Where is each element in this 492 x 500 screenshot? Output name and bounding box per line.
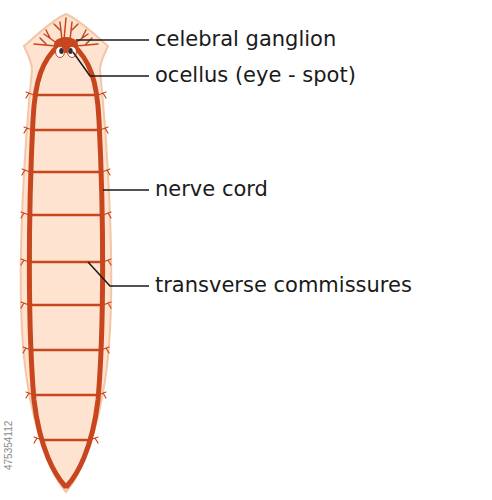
peripheral-nerve [103, 302, 111, 308]
part-label: ocellus (eye - spot) [155, 65, 356, 86]
peripheral-nerve [102, 169, 110, 175]
transverse-commissure [42, 439, 90, 442]
peripheral-nerve [21, 302, 29, 308]
peripheral-nerve [98, 92, 106, 98]
transverse-commissure [29, 214, 103, 217]
peripheral-nerve [21, 259, 29, 265]
transverse-commissure [32, 129, 100, 132]
peripheral-nerve [103, 212, 111, 218]
peripheral-nerve [22, 169, 30, 175]
peripheral-nerve [101, 347, 109, 353]
leader-lines [73, 40, 149, 286]
part-label: celebral ganglion [155, 29, 336, 50]
peripheral-nerve [26, 392, 34, 398]
leader-line [73, 52, 149, 76]
peripheral-nerve [103, 259, 111, 265]
peripheral-nerve [23, 347, 31, 353]
peripheral-nerve [34, 437, 42, 443]
peripheral-nerve [26, 92, 34, 98]
part-label: transverse commissures [155, 275, 412, 296]
ocellus-left [56, 47, 65, 58]
transverse-commissure [34, 394, 98, 397]
nerve-cord-right [67, 44, 103, 486]
leader-line [88, 262, 149, 286]
body-outline [21, 14, 112, 492]
ocellus-right-pigment [68, 48, 73, 54]
nervous-system [21, 18, 111, 486]
ocellus-left-pigment [59, 48, 64, 54]
transverse-commissure [31, 349, 101, 352]
transverse-commissure [34, 94, 98, 97]
leader-line [76, 39, 149, 41]
peripheral-nerve [21, 212, 29, 218]
transverse-commissure [29, 261, 103, 264]
watermark: 475354112 [4, 421, 14, 470]
peripheral-nerve [90, 437, 98, 443]
transverse-commissure [29, 304, 103, 307]
peripheral-nerve [100, 127, 108, 133]
leader-line [103, 189, 149, 191]
transverse-commissure [30, 171, 102, 174]
peripheral-nerve [24, 127, 32, 133]
part-label: nerve cord [155, 179, 268, 200]
peripheral-nerve [98, 392, 106, 398]
nerve-cord-left [29, 44, 65, 486]
